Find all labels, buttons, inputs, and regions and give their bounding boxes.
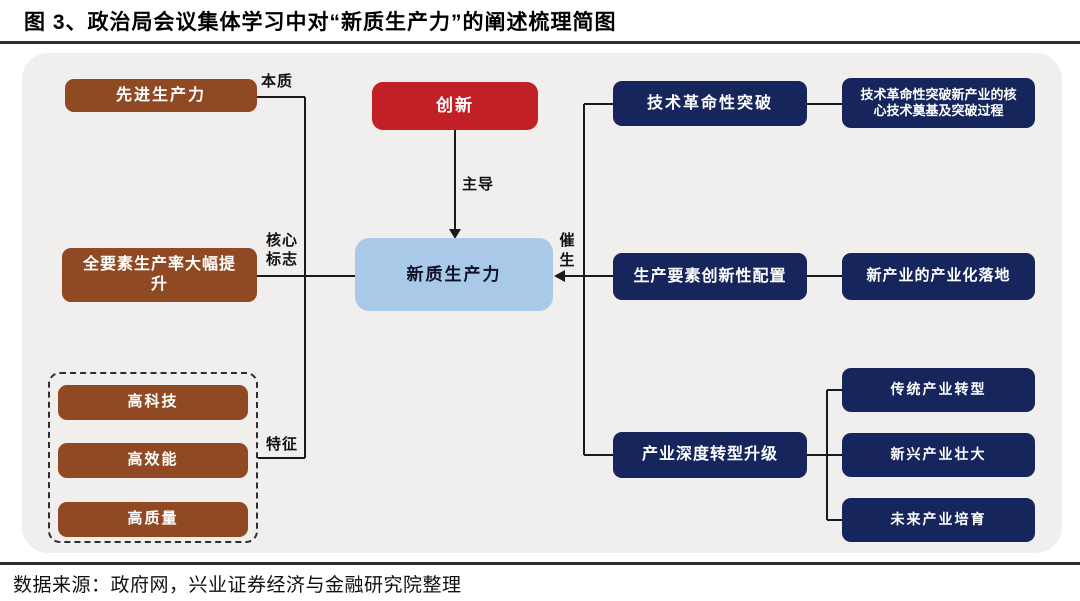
edge-label-core-mark: 核心标志 <box>265 232 298 268</box>
node-tech-breakthrough-detail: 技术革命性突破新产业的核心技术奠基及突破过程 <box>842 78 1035 128</box>
node-advanced-productivity: 先进生产力 <box>65 79 257 112</box>
edge-label-dominate: 主导 <box>462 176 495 193</box>
edge-label-feature: 特征 <box>266 436 299 453</box>
feature-group-container <box>48 372 258 543</box>
node-new-quality-productivity: 新质生产力 <box>355 238 553 311</box>
node-high-tech: 高科技 <box>58 385 248 420</box>
node-high-efficiency: 高效能 <box>58 443 248 478</box>
node-tech-breakthrough: 技术革命性突破 <box>613 81 807 126</box>
edge-label-essence: 本质 <box>261 73 294 90</box>
node-industry-upgrade: 产业深度转型升级 <box>613 432 807 478</box>
node-innovation: 创新 <box>372 82 538 130</box>
figure-title: 图 3、政治局会议集体学习中对“新质生产力”的阐述梳理简图 <box>24 11 617 34</box>
node-traditional-industry: 传统产业转型 <box>842 368 1035 412</box>
edge-label-catalyze: 催生 <box>559 232 576 269</box>
node-high-quality: 高质量 <box>58 502 248 537</box>
source-note: 数据来源：政府网，兴业证券经济与金融研究院整理 <box>13 575 462 596</box>
node-industrialization: 新产业的产业化落地 <box>842 253 1035 300</box>
node-emerging-industry: 新兴产业壮大 <box>842 433 1035 477</box>
node-factor-allocation: 生产要素创新性配置 <box>613 253 807 300</box>
node-total-factor-productivity: 全要素生产率大幅提升 <box>62 248 257 302</box>
title-divider <box>0 41 1080 44</box>
node-future-industry: 未来产业培育 <box>842 498 1035 542</box>
footer-divider <box>0 562 1080 565</box>
